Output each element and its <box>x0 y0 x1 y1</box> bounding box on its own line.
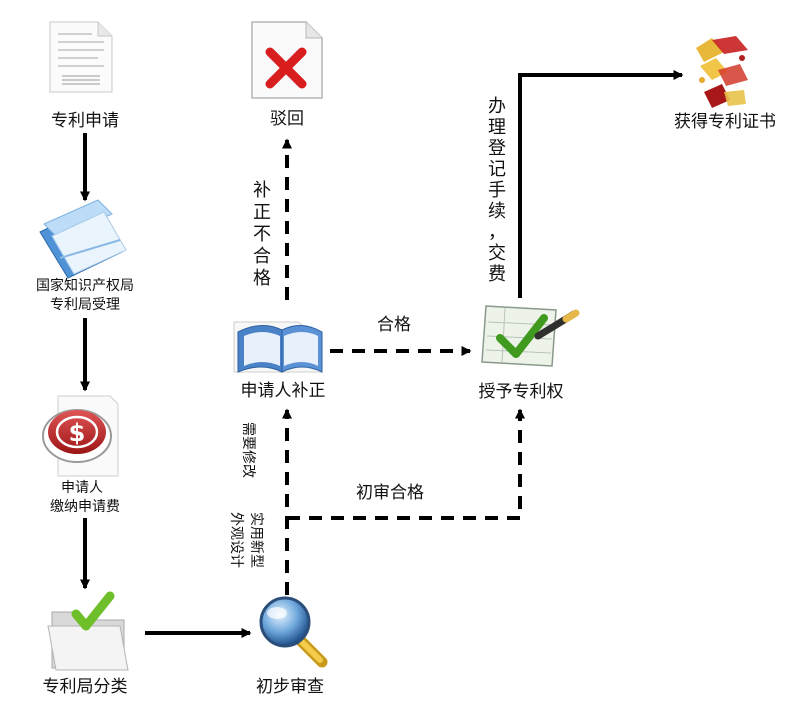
correction-failed-char: 不 <box>253 224 271 245</box>
svg-text:$: $ <box>69 419 86 447</box>
label-prelim-qualified: 初审合格 <box>356 483 424 503</box>
register-fee-char: 手 <box>488 180 506 201</box>
blue-folder-icon <box>39 199 127 279</box>
label-grant: 授予专利权 <box>479 382 564 402</box>
label-fee-line1: 申请人 <box>61 480 103 496</box>
certificate-icon <box>696 36 748 108</box>
register-fee-char: 续 <box>488 201 506 222</box>
register-fee-char: 登 <box>488 138 506 159</box>
label-classify: 专利局分类 <box>43 677 128 697</box>
label-office-line2: 专利局受理 <box>50 297 120 313</box>
arrow-grant-to-certificate <box>518 70 684 298</box>
label-office-line1: 国家知识产权局 <box>36 277 134 294</box>
open-book-icon <box>233 321 323 373</box>
dashed-arrows <box>282 138 525 595</box>
document-icon <box>49 21 113 93</box>
label-reject: 驳回 <box>270 109 304 129</box>
arrow-prelim-to-grant <box>287 408 525 520</box>
register-fee-char: 理 <box>488 117 506 138</box>
label-fee-line2: 缴纳申请费 <box>50 499 120 515</box>
label-register-fee: 办 理 登 记 手 续 ， 交 费 <box>488 96 506 285</box>
rejected-file-icon <box>251 21 323 99</box>
label-needs-revision: 需要修改 <box>240 422 256 478</box>
correction-failed-char: 正 <box>253 202 271 223</box>
sort-folder-icon <box>47 591 129 671</box>
dollar-coin-icon: $ <box>42 395 119 477</box>
register-fee-char: 交 <box>488 243 506 264</box>
solid-arrows <box>80 70 684 638</box>
label-qualified: 合格 <box>377 315 411 335</box>
label-utility-model: 实用新型 <box>248 512 264 568</box>
label-correction: 申请人补正 <box>241 381 326 401</box>
label-design: 外观设计 <box>228 512 244 568</box>
register-fee-char: 记 <box>488 159 506 180</box>
correction-failed-char: 补 <box>253 180 271 201</box>
register-fee-char: ， <box>488 222 506 243</box>
label-certificate: 获得专利证书 <box>674 112 776 132</box>
correction-failed-char: 合 <box>253 246 271 267</box>
label-correction-failed: 补 正 不 合 格 <box>253 180 271 289</box>
register-fee-char: 费 <box>488 264 506 285</box>
label-apply: 专利申请 <box>51 111 119 131</box>
magnifier-icon <box>259 596 328 668</box>
label-prelim: 初步审查 <box>256 677 324 697</box>
correction-failed-char: 格 <box>253 268 271 289</box>
checklist-icon <box>481 305 580 367</box>
register-fee-char: 办 <box>488 96 506 117</box>
